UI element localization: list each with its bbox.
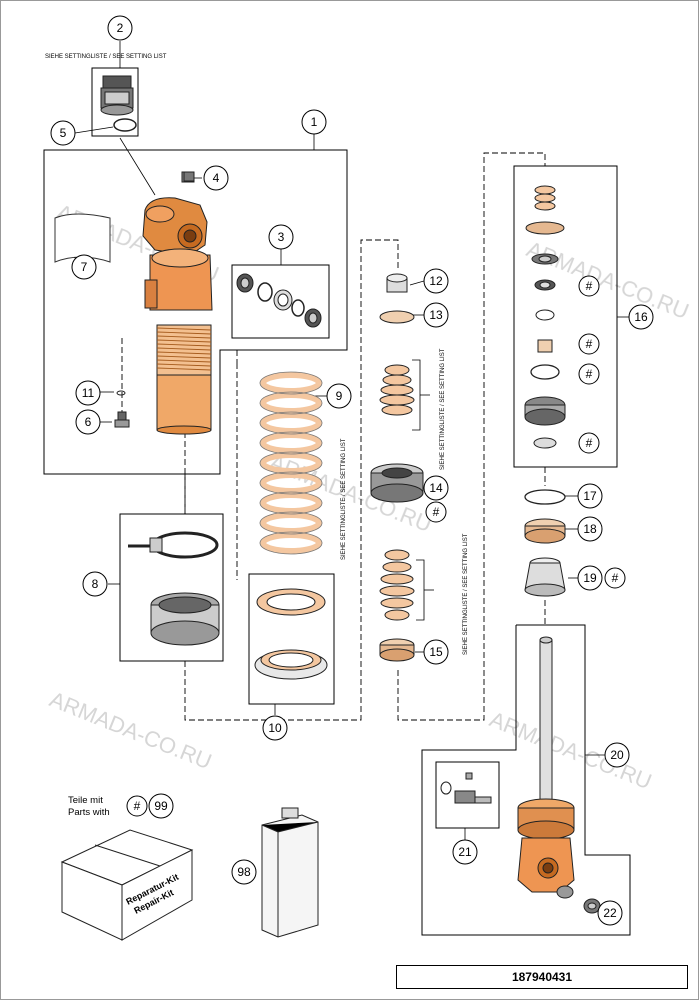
callout-hash-14: #: [433, 505, 440, 519]
callout-19: 19: [583, 571, 597, 585]
group-box-21: [435, 761, 500, 829]
callout-11: 11: [82, 386, 95, 400]
callout-1: 1: [311, 115, 318, 129]
callout-17: 17: [583, 489, 597, 503]
callout-hash-16c: #: [586, 367, 593, 381]
seal-part-18: [524, 518, 566, 544]
callout-13: 13: [429, 308, 443, 322]
setting-list-note-top: SIEHE SETTINGLISTE / SEE SETTING LIST: [45, 54, 167, 60]
bushing-part-15: [379, 638, 415, 662]
callout-12: 12: [429, 274, 443, 288]
valve-stack-part-16: [524, 185, 566, 449]
callout-9: 9: [336, 389, 343, 403]
bushing-part-22: [556, 885, 601, 914]
group-box-2: [91, 67, 139, 137]
group-box-16: [513, 165, 618, 468]
shock-body-part-1: [142, 171, 213, 435]
callout-4: 4: [213, 171, 220, 185]
valve-part-21: [440, 772, 492, 804]
setting-list-note-stack-lower: SIEHE SETTINGLISTE / SEE SETTING LIST: [463, 533, 469, 655]
setting-list-note-stack-upper: SIEHE SETTINGLISTE / SEE SETTING LIST: [440, 348, 446, 470]
callout-hash-16b: #: [586, 337, 593, 351]
bumper-part-19: [524, 557, 566, 597]
watermark: ARMADA-CO.RU: [46, 686, 215, 774]
callout-3: 3: [278, 230, 285, 244]
seal-set-part-3: [236, 273, 322, 328]
callout-2: 2: [117, 21, 124, 35]
group-box-10: [248, 573, 335, 705]
spring-part-9: [260, 372, 322, 554]
callout-hash-19: #: [612, 571, 619, 585]
parts-with-label-en: Parts with: [68, 807, 110, 818]
oring-part-17: [524, 489, 566, 505]
washer-part-13: [379, 310, 415, 324]
callout-16: 16: [634, 310, 648, 324]
setting-list-note-spring: SIEHE SETTINGLISTE / SEE SETTING LIST: [341, 438, 347, 560]
valve-part-6: [114, 411, 130, 428]
drawing-number: 187940431: [396, 965, 688, 989]
callout-hash-16a: #: [586, 279, 593, 293]
parts-with-label-de: Teile mit: [68, 795, 103, 806]
callout-10: 10: [268, 721, 282, 735]
spring-retainer-part-10: [254, 588, 328, 680]
adjuster-part-2: [100, 75, 137, 132]
nut-part-12: [386, 273, 408, 293]
callout-15: 15: [429, 645, 443, 659]
repair-kit-box: [60, 829, 194, 941]
group-box-1: [43, 149, 348, 475]
callout-6: 6: [85, 415, 92, 429]
group-box-8: [119, 513, 224, 662]
callout-18: 18: [583, 522, 597, 536]
shim-stack-upper: [379, 364, 415, 416]
parts-with-99: 99: [154, 799, 168, 813]
group-box-3: [231, 264, 330, 339]
callout-7: 7: [81, 260, 88, 274]
bolt-part-4: [183, 171, 195, 182]
callout-5: 5: [60, 126, 67, 140]
piston-rod-part-20: [517, 636, 575, 893]
oil-can-part-98: [261, 807, 319, 938]
cover-part-7: [54, 213, 111, 263]
callout-8: 8: [92, 577, 99, 591]
callout-21: 21: [458, 845, 472, 859]
callout-98: 98: [237, 865, 251, 879]
callout-22: 22: [603, 906, 617, 920]
washer-part-11: [116, 390, 126, 396]
clamp-part-8: [128, 531, 220, 646]
parts-with-hash: #: [134, 799, 141, 813]
callout-14: 14: [429, 481, 443, 495]
group-box-20: [421, 624, 631, 936]
parts-with-label: Teile mit Parts with: [68, 795, 110, 819]
shim-stack-lower: [379, 549, 415, 621]
callout-hash-16d: #: [586, 436, 593, 450]
piston-part-14: [370, 463, 424, 503]
callout-20: 20: [610, 748, 624, 762]
